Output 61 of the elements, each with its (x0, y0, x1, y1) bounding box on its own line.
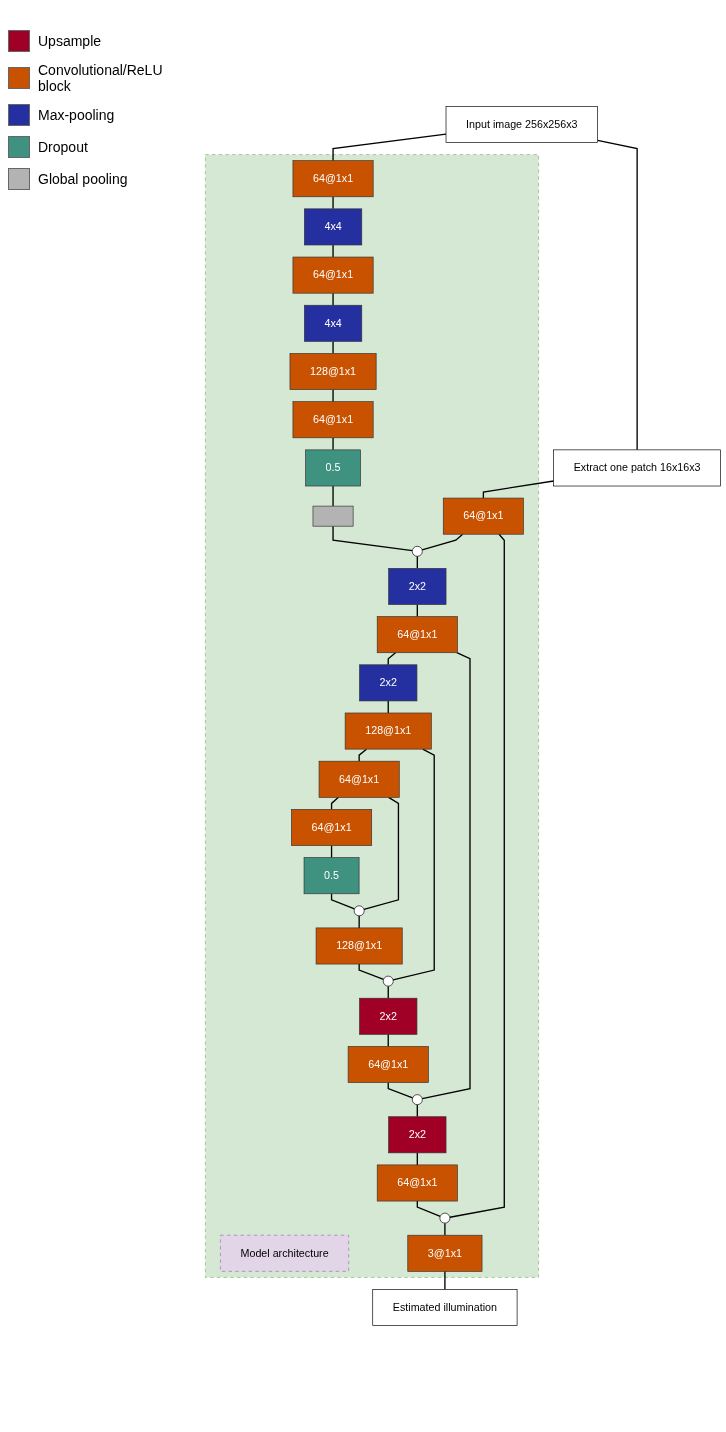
connector (358, 748, 368, 762)
node-box: 2x2 (359, 664, 418, 702)
node-box: 128@1x1 (315, 927, 403, 965)
legend-label: Convolutional/ReLU block (38, 62, 164, 94)
connector (332, 133, 447, 162)
node-box: 0.5 (303, 857, 360, 895)
connector (444, 1270, 446, 1291)
connector (358, 915, 360, 929)
node-circle (411, 1094, 423, 1105)
node-box: 4x4 (304, 208, 363, 246)
node-box: 64@1x1 (292, 256, 374, 294)
node-box: 64@1x1 (292, 401, 374, 439)
node-circle (439, 1212, 451, 1224)
legend-label: Upsample (38, 33, 102, 49)
node-box: 64@1x1 (442, 497, 524, 535)
node-box: 0.5 (305, 449, 361, 487)
connector (421, 533, 464, 551)
connector (392, 748, 435, 981)
connector (596, 139, 638, 451)
node-circle (411, 545, 423, 557)
connector (332, 437, 334, 451)
connector (332, 525, 413, 552)
node-box: 64@1x1 (376, 616, 458, 654)
legend-label: Max-pooling (38, 107, 115, 123)
node-box: 64@1x1 (292, 160, 374, 198)
legend-label: Global pooling (38, 171, 128, 187)
legend-label: Dropout (38, 139, 88, 155)
connector (332, 292, 334, 306)
cluster (205, 154, 539, 1278)
connector (332, 244, 334, 258)
node-box: 64@1x1 (376, 1164, 458, 1202)
connector (330, 893, 356, 910)
connector (358, 963, 385, 980)
node-box: Input image 256x256x3 (445, 106, 598, 143)
connector (416, 1200, 441, 1217)
connector (449, 533, 505, 1218)
node-box: 2x2 (388, 1116, 447, 1154)
connector (332, 340, 334, 355)
node-circle (382, 975, 394, 987)
connector (332, 196, 334, 210)
connector (444, 1222, 446, 1236)
connector (332, 388, 334, 403)
connector (482, 480, 555, 499)
node-box: 2x2 (359, 997, 418, 1035)
node-box (312, 505, 354, 527)
node-box: Model architecture (220, 1234, 350, 1272)
connector (363, 796, 400, 911)
node-box: 2x2 (388, 568, 447, 605)
node-box: 64@1x1 (291, 809, 373, 846)
node-box: Extract one patch 16x16x3 (553, 449, 721, 487)
node-box: 128@1x1 (289, 353, 377, 390)
node-circle (353, 905, 365, 917)
node-box: 3@1x1 (407, 1234, 483, 1272)
connector (332, 485, 334, 507)
connector (421, 652, 471, 1100)
node-box: 64@1x1 (347, 1046, 429, 1083)
connector (387, 1081, 414, 1099)
node-box: 64@1x1 (318, 760, 400, 798)
node-box: 4x4 (304, 304, 363, 342)
node-box: 128@1x1 (344, 712, 432, 750)
node-box: Estimated illumination (372, 1289, 518, 1326)
